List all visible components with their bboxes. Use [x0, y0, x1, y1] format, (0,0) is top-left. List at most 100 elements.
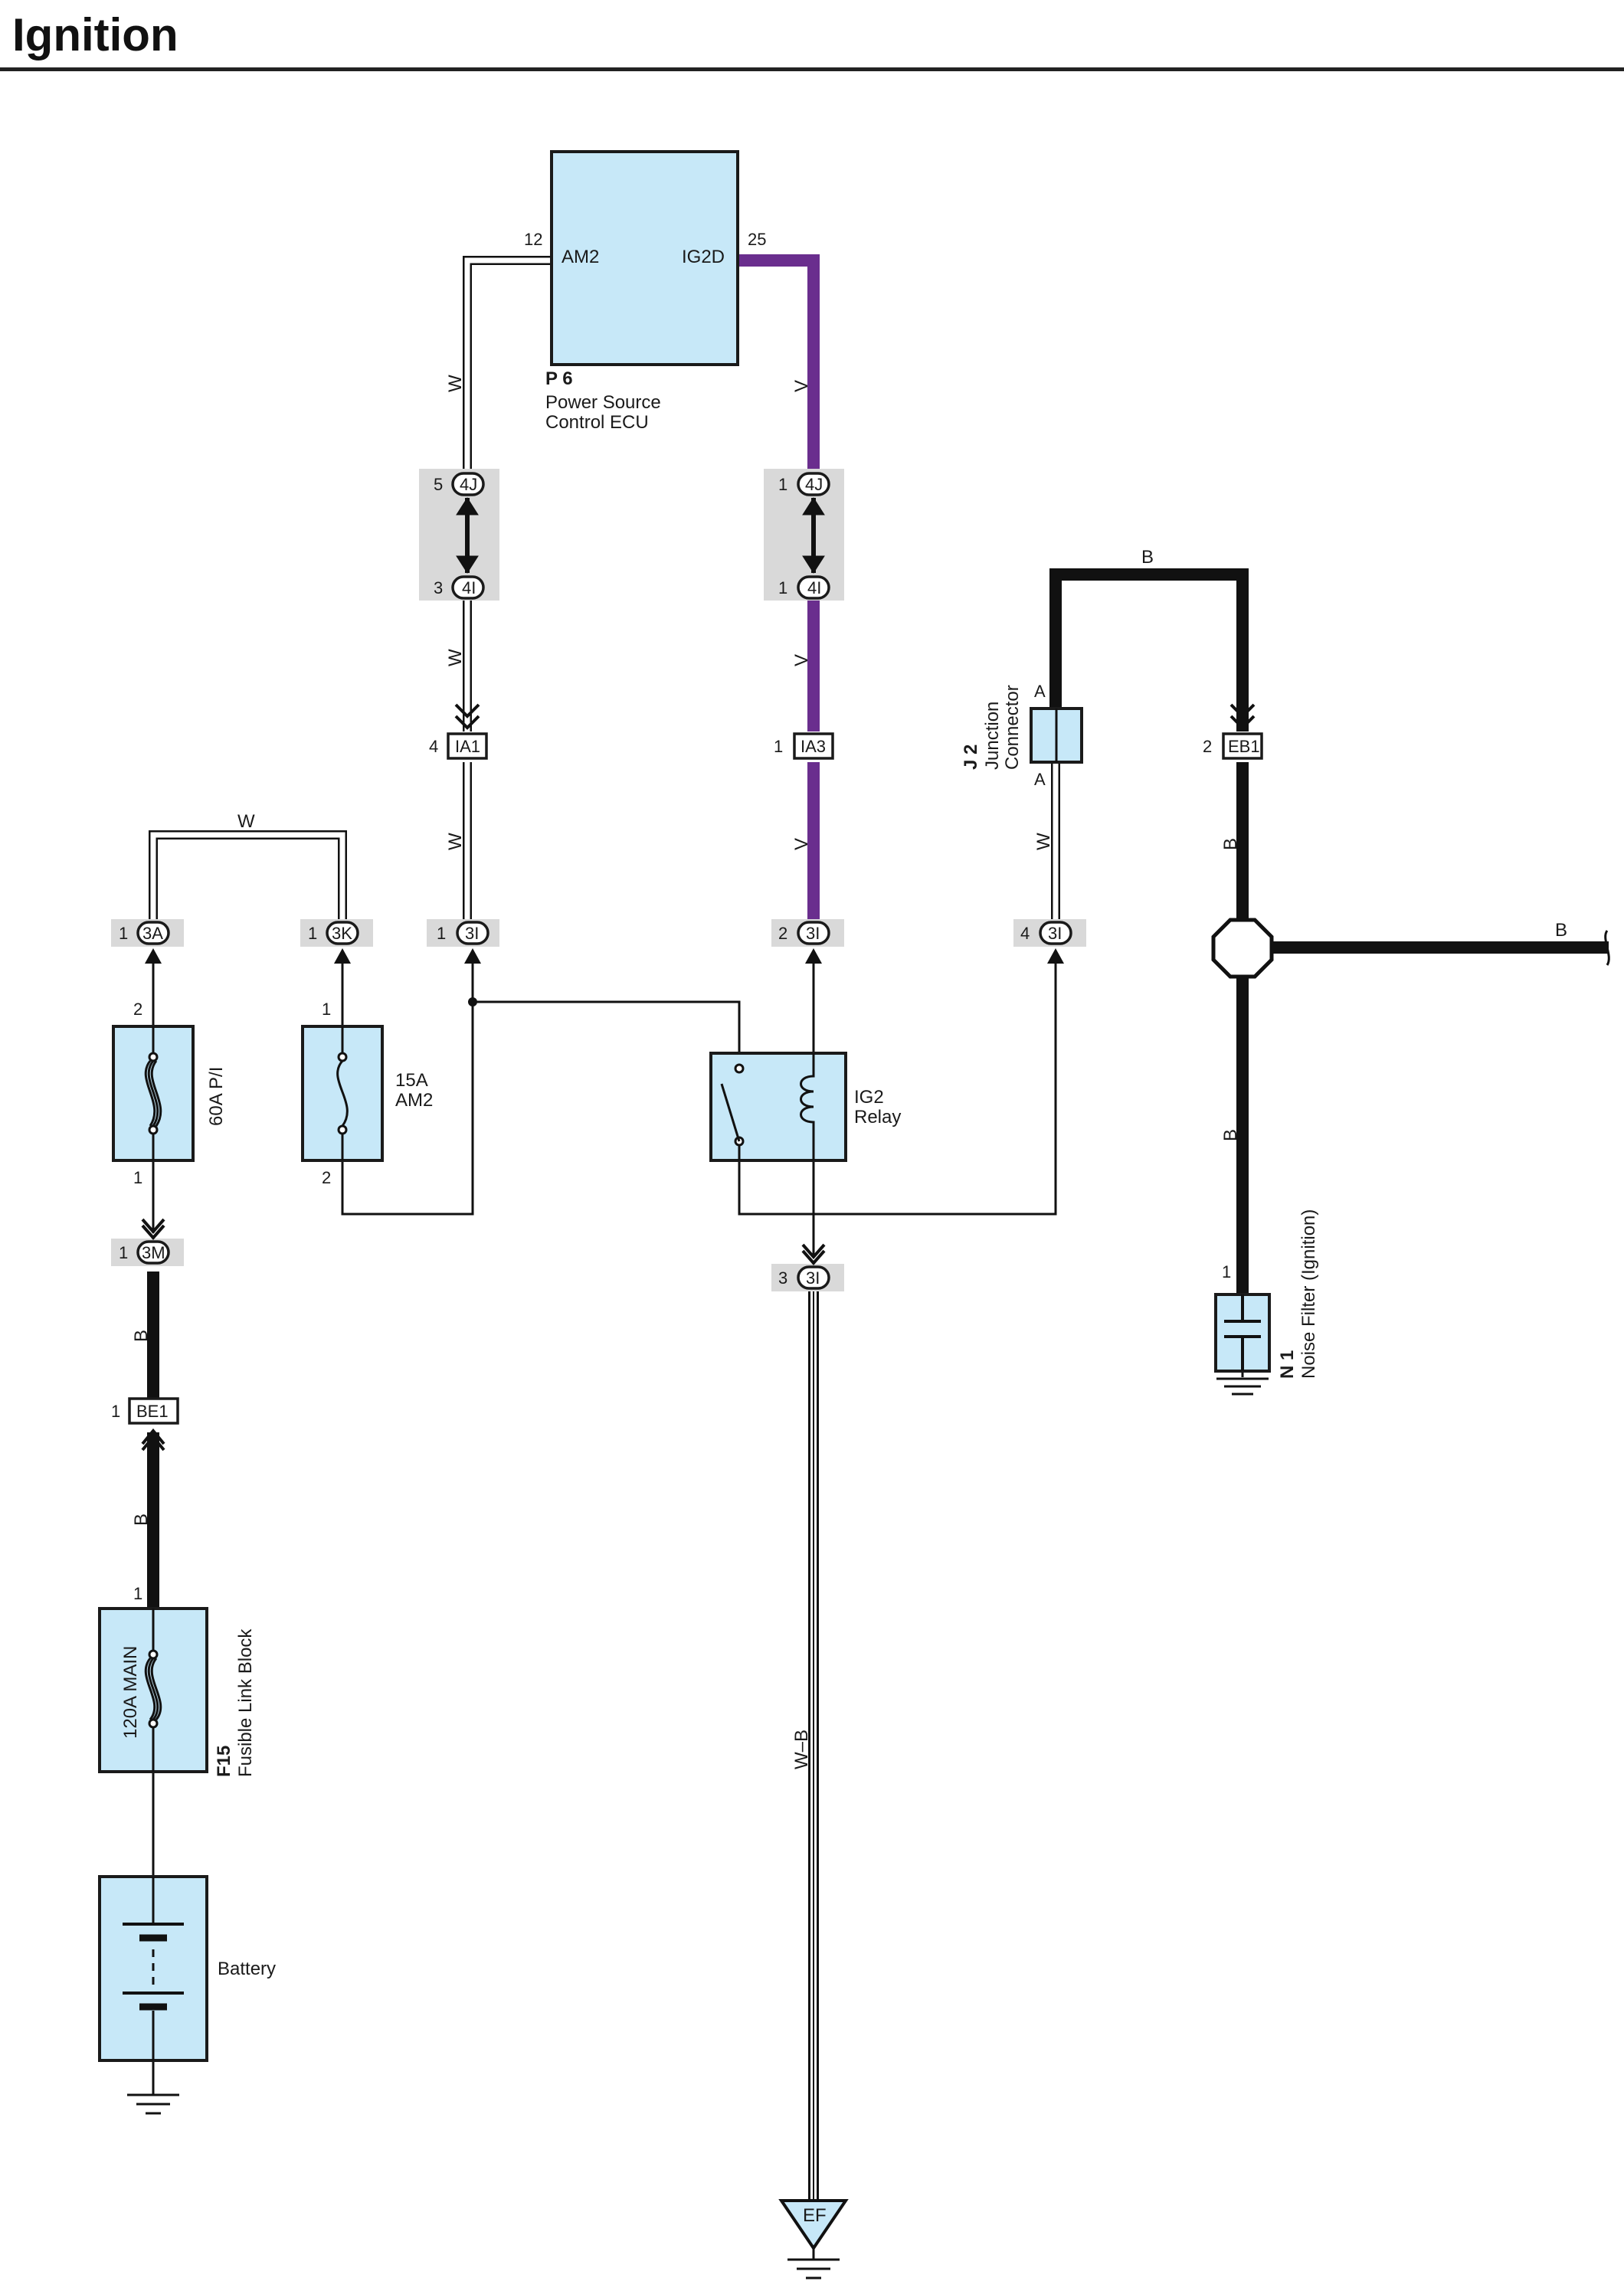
- connector-4i-right-pin: 1: [778, 578, 787, 597]
- connector-4j-right-pin: 1: [778, 475, 787, 494]
- ground-ef-label: EF: [803, 2205, 827, 2226]
- connector-3i-3-id: 3I: [806, 1268, 820, 1288]
- connector-3k-pin: 1: [308, 924, 317, 943]
- connector-4j-left-pin: 5: [434, 475, 443, 494]
- connector-4j-right-id: 4J: [805, 475, 823, 494]
- splice-octagon: [1211, 918, 1274, 979]
- connector-3i-2-id: 3I: [806, 924, 820, 943]
- connector-be1-id: BE1: [136, 1402, 169, 1421]
- battery: Battery: [98, 1875, 276, 2062]
- ecu-pin-ig2d-num: 25: [748, 230, 766, 249]
- noise-filter-code: N 1: [1277, 1350, 1298, 1379]
- page-title: Ignition: [12, 9, 178, 61]
- connector-be1: BE1 1: [111, 1397, 179, 1452]
- connector-ia1-pin: 4: [429, 737, 438, 756]
- ground-symbol-battery: [127, 2093, 179, 2115]
- ground-ef: EF: [778, 2199, 849, 2280]
- fusible-link-code: F15: [214, 1746, 234, 1777]
- noise-filter-name: Noise Filter (Ignition): [1298, 1209, 1319, 1379]
- connector-ia3: IA3 1: [774, 732, 834, 760]
- battery-label: Battery: [218, 1959, 276, 1979]
- wire-label-w-ia1-top: W: [445, 649, 466, 666]
- connector-3i-4-id: 3I: [1048, 924, 1062, 943]
- wire-label-b-loop: B: [1141, 547, 1154, 568]
- fuse-am2-label-2: AM2: [395, 1090, 433, 1111]
- ecu-box: [550, 150, 739, 366]
- fusible-link-f15: 1 120A MAIN F15 Fusible Link Block: [98, 1584, 256, 1777]
- wire-label-b-be1: B: [131, 1514, 152, 1526]
- junction-name-line2: Connector: [1002, 685, 1023, 770]
- connector-3i-pin1: 3I 1: [437, 921, 489, 964]
- wire-label-w-fuse-bridge: W: [237, 811, 255, 832]
- connector-3i-2-pin: 2: [778, 924, 787, 943]
- thin-circuit-lines: [152, 957, 1244, 2095]
- fuse-am2-pin-top: 1: [322, 1000, 331, 1019]
- ecu-name-line2: Control ECU: [545, 412, 649, 433]
- connector-3i-1-id: 3I: [465, 924, 479, 943]
- fuse-pi-pin-bottom: 1: [133, 1168, 142, 1187]
- relay-label-1: IG2: [854, 1087, 884, 1108]
- connector-4j-right: 4J 1: [778, 472, 830, 496]
- connector-4i-left-id: 4I: [462, 578, 476, 597]
- connector-4i-left-pin: 3: [434, 578, 443, 597]
- connector-eb1-id: EB1: [1228, 737, 1260, 756]
- wire-label-wb: W–B: [791, 1730, 812, 1769]
- ecu-code: P 6: [545, 368, 573, 389]
- connector-3i-pin4: 3I 4: [1020, 921, 1072, 964]
- relay-ig2: IG2 Relay: [709, 1052, 901, 1162]
- fuse-15a-am2: 1 2 15A AM2: [301, 1000, 433, 1187]
- ecu-pin-ig2d: IG2D: [682, 247, 725, 267]
- wire-label-b-noise: B: [1220, 1129, 1241, 1141]
- wire-label-w-ia1-bottom: W: [445, 833, 466, 850]
- connector-3a: 3A 1: [119, 921, 170, 964]
- fuse-am2-label-1: 15A: [395, 1070, 428, 1091]
- fuse-pi-pin-top: 2: [133, 1000, 142, 1019]
- noise-filter-pin: 1: [1222, 1262, 1231, 1281]
- junction-pin-bottom: A: [1034, 770, 1046, 789]
- connector-row-shades: [111, 919, 1086, 947]
- connector-3m: 3M 1: [119, 1218, 170, 1265]
- relay-label-2: Relay: [854, 1107, 901, 1127]
- wire-label-b-branch: B: [1555, 920, 1567, 941]
- connector-4i-right: 4I 1: [778, 575, 830, 600]
- wire-label-b-eb1: B: [1220, 838, 1241, 850]
- connector-3i-1-pin: 1: [437, 924, 446, 943]
- fuse-pi-label: 60A P/I: [206, 1067, 227, 1126]
- ecu-pin-am2: AM2: [562, 247, 599, 267]
- fuse-am2-pin-bottom: 2: [322, 1168, 331, 1187]
- wire-b-loop: [1049, 568, 1249, 731]
- connector-3i-4-pin: 4: [1020, 924, 1030, 943]
- connector-3m-id: 3M: [142, 1243, 165, 1262]
- connector-3a-id: 3A: [142, 924, 163, 943]
- splice-dot: [468, 997, 477, 1006]
- connector-arrows: [456, 497, 825, 574]
- connector-ia3-id: IA3: [801, 737, 826, 756]
- connector-ia3-pin: 1: [774, 737, 783, 756]
- wire-w-fuse-bridge: [149, 830, 347, 919]
- junction-code: J 2: [961, 745, 981, 770]
- fusible-link-label: 120A MAIN: [120, 1646, 141, 1739]
- connector-3i-3-pin: 3: [778, 1268, 787, 1288]
- wire-label-v-ecu: V: [791, 380, 812, 392]
- connector-eb1-pin: 2: [1203, 737, 1212, 756]
- noise-filter-n1: 1 N 1 Noise Filter (Ignition): [1214, 1209, 1319, 1396]
- fusible-link-name: Fusible Link Block: [235, 1628, 256, 1777]
- connector-3m-pin: 1: [119, 1243, 128, 1262]
- wire-label-b-3m: B: [131, 1330, 152, 1342]
- connector-3i-pin3: 3I 3: [778, 1243, 830, 1290]
- connector-3k-id: 3K: [332, 924, 352, 943]
- ecu-pin-am2-num: 12: [524, 230, 542, 249]
- connector-3i-pin2: 3I 2: [778, 921, 830, 964]
- connector-3k: 3K 1: [308, 921, 359, 964]
- connector-4j-left: 4J 5: [434, 472, 485, 496]
- connector-eb1: EB1 2: [1203, 703, 1263, 760]
- wire-v-ecu-ig2d: [737, 254, 820, 919]
- fusible-link-pin: 1: [133, 1584, 142, 1603]
- ecu-name-line1: Power Source: [545, 392, 661, 413]
- connector-ia1: IA1 4: [429, 703, 488, 760]
- wire-label-w-ecu: W: [445, 375, 466, 392]
- fuse-60a-pi: 2 1 60A P/I: [112, 1000, 227, 1187]
- connector-4i-right-id: 4I: [807, 578, 821, 597]
- wire-label-v-ia3-bottom: V: [791, 838, 812, 850]
